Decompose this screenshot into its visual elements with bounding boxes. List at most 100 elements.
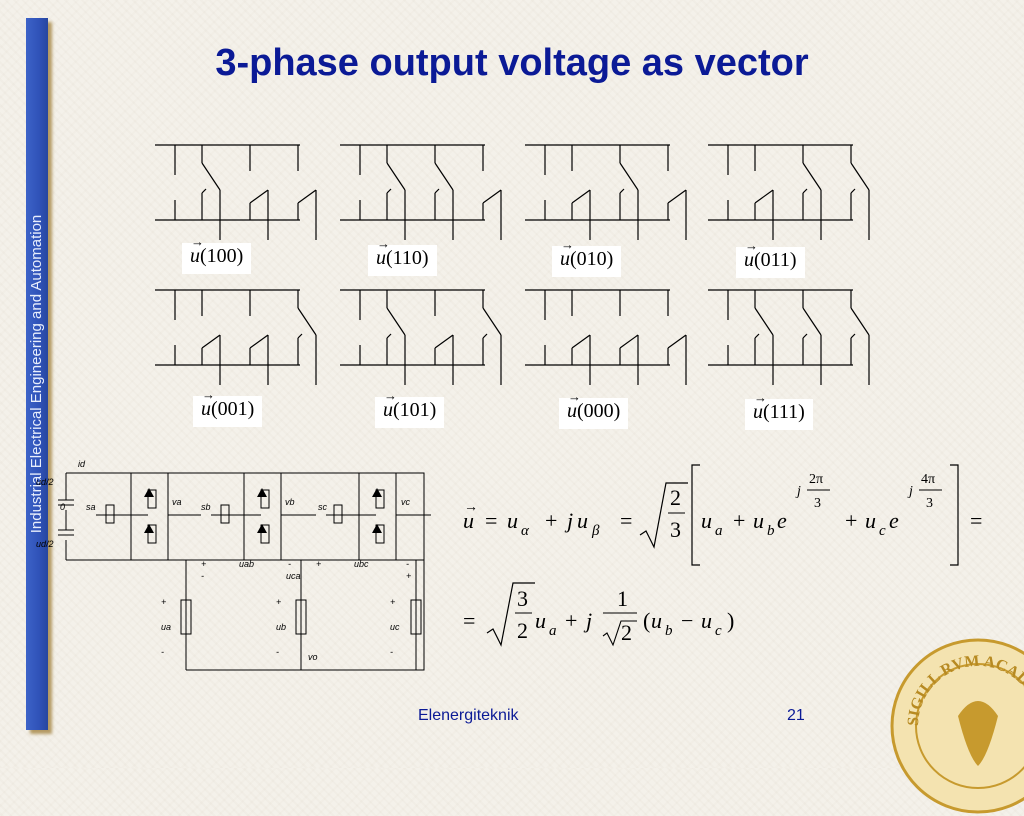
vector-symbol: u→	[560, 237, 574, 270]
svg-text:→: →	[464, 500, 478, 515]
svg-text:2: 2	[517, 618, 528, 643]
switch-state-diagram	[708, 144, 870, 240]
label-zero: 0	[60, 502, 65, 512]
label-uc: uc	[390, 622, 400, 632]
svg-text:a: a	[715, 523, 723, 539]
svg-text:1: 1	[617, 586, 628, 611]
plus-sign: +	[406, 571, 411, 581]
svg-text:+: +	[733, 508, 745, 533]
label-ub: ub	[276, 622, 286, 632]
svg-text:(: (	[643, 608, 650, 633]
svg-text:b: b	[665, 623, 673, 639]
switch-state-diagram	[708, 289, 870, 385]
plus-sign: +	[316, 559, 321, 569]
svg-text:=: =	[485, 508, 497, 533]
svg-text:β: β	[591, 523, 600, 539]
vector-label: u→(011)	[736, 238, 805, 278]
label-ud2-bot: ud/2	[36, 539, 54, 549]
switch-state-diagram	[155, 289, 317, 385]
switch-state-diagram	[525, 144, 687, 240]
switch-state-diagram	[340, 289, 502, 385]
vector-label: u→(100)	[182, 234, 252, 274]
svg-text:=: =	[620, 508, 632, 533]
svg-text:u: u	[507, 508, 518, 533]
svg-text:+: +	[565, 608, 577, 633]
vector-symbol: u→	[190, 234, 204, 267]
svg-text:e: e	[889, 508, 899, 533]
label-vb: vb	[285, 497, 295, 507]
label-vc: vc	[401, 497, 411, 507]
equation-line-2: = 3 2 u a + j 1 2 ( u b − u c )	[463, 582, 734, 647]
plus-sign: +	[276, 597, 281, 607]
svg-text:+: +	[545, 508, 557, 533]
svg-text:u: u	[463, 508, 474, 533]
svg-text:u: u	[753, 508, 764, 533]
university-seal: SIGILL RVM ACADEMIAE CAROLINAE ADVT	[882, 623, 1024, 814]
svg-text:j: j	[907, 484, 913, 499]
svg-text:=: =	[970, 508, 982, 533]
svg-text:u: u	[701, 508, 712, 533]
vector-symbol: u→	[744, 238, 758, 271]
inverter-circuit: id ud/2 0 ud/2 sa sb sc va vb vc uab uca…	[36, 459, 431, 671]
label-id: id	[78, 459, 86, 469]
svg-text:α: α	[521, 523, 530, 539]
svg-text:2: 2	[621, 620, 632, 645]
sidebar-bar	[26, 18, 48, 730]
plus-sign: +	[201, 559, 206, 569]
svg-text:3: 3	[670, 517, 681, 542]
minus-sign: -	[201, 571, 204, 581]
svg-text:u: u	[651, 608, 662, 633]
svg-text:c: c	[879, 523, 886, 539]
svg-text:u: u	[577, 508, 588, 533]
label-sb: sb	[201, 502, 211, 512]
svg-text:j: j	[564, 508, 573, 533]
switch-state-diagrams	[155, 144, 870, 385]
label-ua: ua	[161, 622, 171, 632]
switch-state-diagram	[340, 144, 502, 240]
svg-text:+: +	[845, 508, 857, 533]
svg-text:2: 2	[670, 485, 681, 510]
svg-text:3: 3	[926, 496, 933, 511]
svg-text:u: u	[701, 608, 712, 633]
minus-sign: -	[276, 647, 279, 657]
vector-symbol: u→	[201, 387, 215, 420]
label-uab: uab	[239, 559, 254, 569]
minus-sign: -	[406, 559, 409, 569]
switch-state-diagram	[525, 289, 687, 385]
svg-text:3: 3	[517, 586, 528, 611]
vector-label: u→(000)	[559, 389, 629, 429]
plus-sign: +	[161, 597, 166, 607]
vector-label: u→(111)	[745, 390, 813, 430]
minus-sign: -	[390, 647, 393, 657]
label-vo: vo	[308, 652, 318, 662]
minus-sign: -	[161, 647, 164, 657]
vector-symbol: u→	[376, 236, 390, 269]
svg-text:b: b	[767, 523, 775, 539]
plus-sign: +	[390, 597, 395, 607]
svg-text:j: j	[795, 484, 801, 499]
label-sa: sa	[86, 502, 96, 512]
equation-line-1: u → = u α + j u β = 2 3 u a + u b e j 2π…	[463, 464, 982, 566]
vector-label: u→(110)	[368, 236, 437, 276]
svg-text:u: u	[865, 508, 876, 533]
minus-sign: -	[288, 559, 291, 569]
svg-text:u: u	[535, 608, 546, 633]
svg-text:4π: 4π	[921, 472, 935, 487]
svg-text:a: a	[549, 623, 557, 639]
svg-text:): )	[727, 608, 734, 633]
vector-symbol: u→	[567, 389, 581, 422]
label-ubc: ubc	[354, 559, 369, 569]
svg-text:3: 3	[814, 496, 821, 511]
svg-text:e: e	[777, 508, 787, 533]
label-va: va	[172, 497, 182, 507]
vector-label: u→(010)	[552, 237, 622, 277]
switch-state-diagram	[155, 144, 317, 240]
vector-label: u→(101)	[375, 388, 445, 428]
slide-title: 3-phase output voltage as vector	[215, 42, 809, 84]
svg-text:−: −	[681, 608, 693, 633]
page-number: 21	[787, 707, 805, 724]
svg-text:2π: 2π	[809, 472, 823, 487]
svg-text:=: =	[463, 608, 475, 633]
label-sc: sc	[318, 502, 328, 512]
svg-text:j: j	[583, 608, 592, 633]
